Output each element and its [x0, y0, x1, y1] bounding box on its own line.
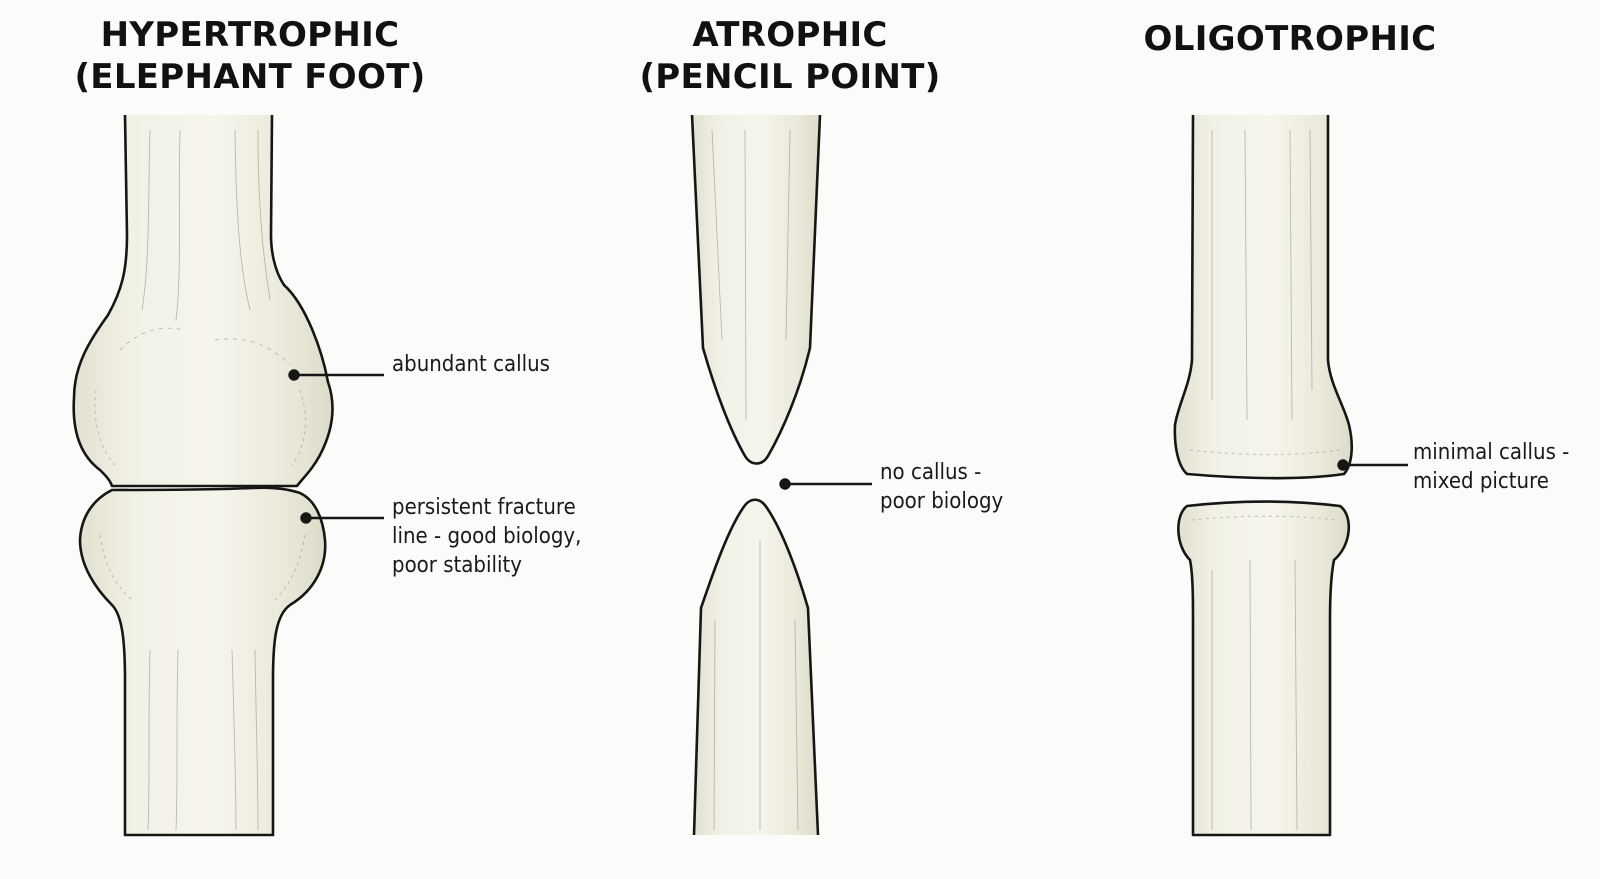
title-line: HYPERTROPHIC — [100, 15, 400, 55]
annotation-line: poor biology — [880, 489, 1004, 514]
annotation-line: no callus - — [880, 460, 982, 485]
annotation-line: abundant callus — [392, 352, 550, 377]
annotation-abundant-callus: abundant callus — [392, 350, 550, 379]
hypertrophic-upper-fragment — [72, 114, 334, 488]
hypertrophic-lower-fragment — [78, 486, 327, 837]
annotation-line: line - good biology, — [392, 524, 582, 549]
title-atrophic: ATROPHIC (PENCIL POINT) — [580, 14, 1000, 98]
title-oligotrophic: OLIGOTROPHIC — [1080, 18, 1500, 60]
annotation-persistent-fracture-line: persistent fracture line - good biology,… — [392, 493, 581, 580]
title-hypertrophic: HYPERTROPHIC (ELEPHANT FOOT) — [40, 14, 460, 98]
annotation-line: mixed picture — [1413, 469, 1549, 494]
title-line: ATROPHIC — [692, 15, 888, 55]
annotation-minimal-callus: minimal callus - mixed picture — [1413, 438, 1569, 496]
atrophic-upper-fragment — [690, 114, 822, 465]
atrophic-lower-fragment — [692, 498, 820, 836]
annotation-line: persistent fracture — [392, 495, 576, 520]
title-line: (PENCIL POINT) — [639, 57, 941, 97]
leader-dot — [300, 512, 312, 524]
leader-dot — [779, 478, 791, 490]
annotation-line: poor stability — [392, 553, 522, 578]
annotation-line: minimal callus - — [1413, 440, 1570, 465]
oligotrophic-lower-fragment — [1177, 500, 1351, 837]
title-line: OLIGOTROPHIC — [1143, 19, 1437, 59]
annotation-no-callus: no callus - poor biology — [880, 458, 1003, 516]
leader-dot — [288, 369, 300, 381]
leader-dot — [1337, 459, 1349, 471]
title-line: (ELEPHANT FOOT) — [74, 57, 426, 97]
oligotrophic-upper-fragment — [1173, 114, 1354, 480]
